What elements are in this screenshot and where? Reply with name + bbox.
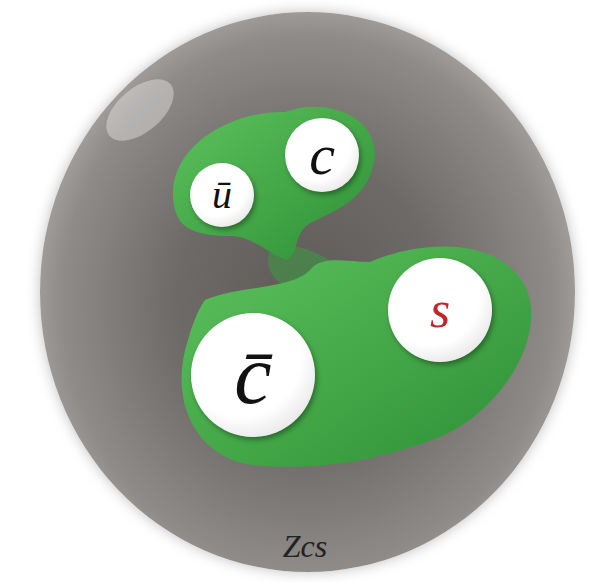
quark-symbol: c xyxy=(309,126,335,184)
hadron-bubble: Zcs ū c c̄ s xyxy=(40,12,575,572)
quark-circle: ū xyxy=(190,163,254,227)
particle-name: Zcs xyxy=(283,530,327,562)
quark-circle: s xyxy=(388,258,492,362)
quark-symbol: c̄ xyxy=(234,333,271,417)
quark-symbol: s xyxy=(430,284,450,336)
quark-circle: c̄ xyxy=(191,313,315,437)
quark-symbol: ū xyxy=(212,175,232,215)
quark-circle: c xyxy=(285,118,359,192)
